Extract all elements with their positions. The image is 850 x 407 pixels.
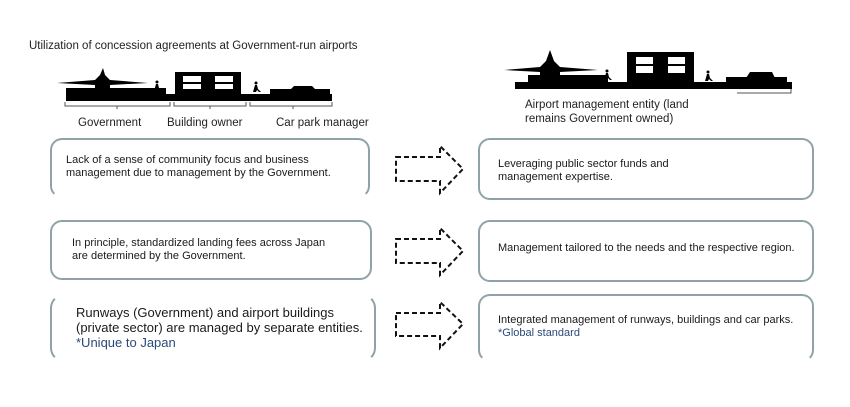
after-text-1: Leveraging public sector funds and manag… (498, 158, 669, 183)
before-text-2: In principle, standardized landing fees … (72, 237, 326, 262)
person-icon (705, 70, 713, 81)
dashed-arrow-icon-3 (395, 299, 465, 351)
before-text-1: Lack of a sense of community focus and b… (66, 154, 331, 179)
car-icon (746, 72, 775, 78)
after-box-3: Integrated management of runways, buildi… (478, 294, 814, 362)
before-note-3: *Unique to Japan (76, 335, 176, 350)
after-text-2: Management tailored to the needs and the… (498, 242, 795, 254)
after-text-3: Integrated management of runways, buildi… (498, 314, 794, 326)
brace-lines (64, 102, 333, 109)
airplane-icon (504, 50, 598, 78)
diagram-title: Utilization of concession agreements at … (29, 40, 358, 52)
dashed-arrow-icon-1 (395, 143, 465, 196)
ground-strip (515, 82, 792, 89)
before-box-3: Runways (Government) and airport buildin… (50, 294, 376, 362)
before-text-3: Runways (Government) and airport buildin… (76, 305, 363, 335)
label-car-park-manager: Car park manager (276, 117, 369, 129)
label-government: Government (78, 117, 142, 129)
person-icon (253, 81, 261, 92)
airplane-icon (57, 68, 148, 90)
label-line-1: Airport management entity (land (525, 99, 689, 111)
ground-strip (66, 94, 332, 101)
before-box-1: Lack of a sense of community focus and b… (50, 138, 370, 198)
label-building-owner: Building owner (167, 117, 243, 129)
before-box-2: In principle, standardized landing fees … (50, 220, 372, 280)
airport-management-entity-label: Airport management entity (land remains … (525, 98, 689, 126)
dashed-arrow-icon-2 (395, 225, 465, 278)
after-note-3: *Global standard (498, 327, 580, 339)
after-box-2: Management tailored to the needs and the… (478, 220, 814, 282)
after-box-1: Leveraging public sector funds and manag… (478, 138, 814, 200)
label-line-2: remains Government owned) (525, 113, 674, 125)
